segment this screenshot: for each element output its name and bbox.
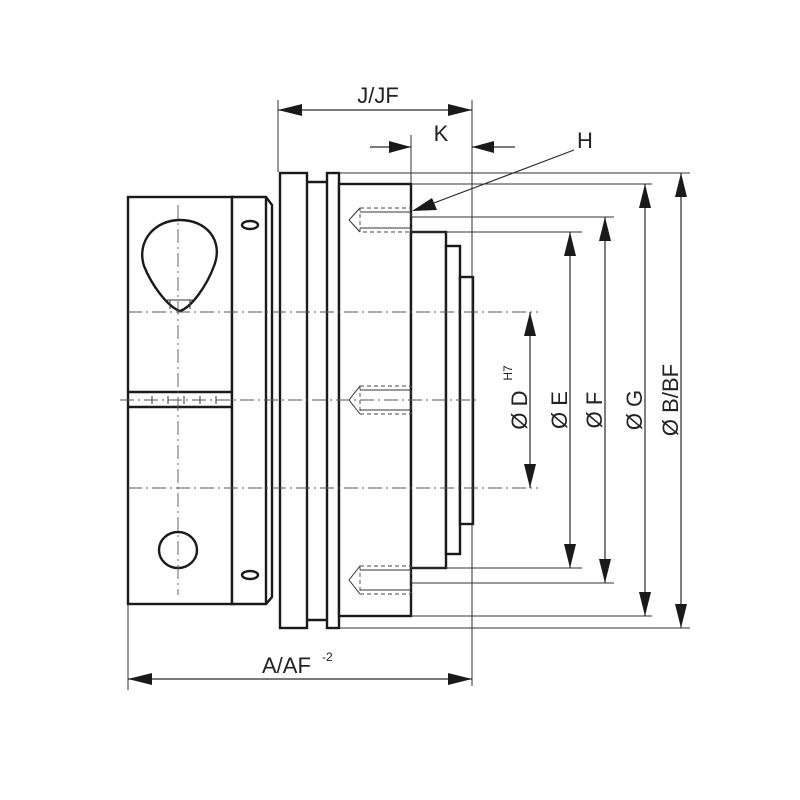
dimension-j-jf: J/JF bbox=[278, 83, 472, 116]
main-hub bbox=[337, 182, 475, 618]
intermediate-flange bbox=[230, 195, 274, 606]
label-k: K bbox=[434, 121, 449, 146]
flange-slot-upper bbox=[240, 219, 260, 231]
dimension-d: Ø D H7 bbox=[501, 312, 536, 488]
label-f: Ø F bbox=[582, 392, 607, 429]
label-d-tolerance: H7 bbox=[501, 365, 515, 381]
leader-h: H bbox=[412, 128, 593, 211]
dimension-a-af: A/AF -2 bbox=[128, 650, 472, 685]
elastomer-disc bbox=[278, 171, 341, 630]
flange-slot-lower bbox=[240, 569, 260, 581]
dimension-g: Ø G bbox=[622, 184, 651, 616]
label-g: Ø G bbox=[622, 390, 647, 430]
clamp-hub bbox=[126, 195, 234, 606]
label-j-jf: J/JF bbox=[357, 83, 399, 108]
dimension-e: Ø E bbox=[547, 232, 576, 568]
label-a-af: A/AF bbox=[262, 653, 311, 678]
center-lines bbox=[120, 205, 538, 595]
label-h: H bbox=[577, 128, 593, 153]
label-a-af-tolerance: -2 bbox=[322, 650, 333, 664]
dimension-k: K bbox=[370, 121, 515, 153]
label-e: Ø E bbox=[547, 391, 572, 429]
dimension-b-bf: Ø B/BF bbox=[658, 173, 687, 628]
dimension-f: Ø F bbox=[582, 217, 611, 583]
threaded-hole-top bbox=[348, 207, 412, 233]
threaded-hole-bottom bbox=[348, 565, 412, 595]
label-d: Ø D bbox=[507, 390, 532, 429]
label-b-bf: Ø B/BF bbox=[658, 364, 683, 436]
